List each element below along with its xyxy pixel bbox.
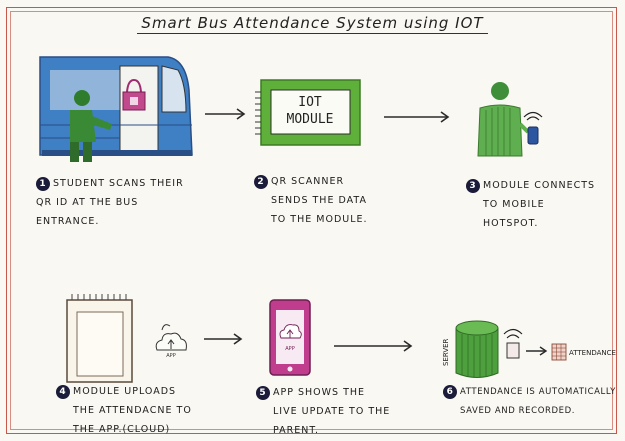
smartphone-app — [269, 299, 311, 376]
step-2-number-badge: 2 — [254, 174, 268, 189]
diagram-title: Smart Bus Attendance System using IOT — [0, 14, 625, 34]
step-4-line-3: THE APP.(CLOUD) — [73, 424, 171, 435]
step-5-number-badge: 5 — [256, 385, 270, 400]
attendance-grid-icon — [551, 343, 567, 361]
phone-app-label: APP — [285, 346, 294, 352]
step-6-line-1: ATTENDANCE IS AUTOMATICALLY — [460, 387, 616, 397]
step-5-line-3: PARENT. — [273, 425, 320, 436]
person-with-phone — [477, 82, 530, 157]
student-figure — [70, 90, 112, 162]
server-label: SERVER — [442, 338, 450, 366]
arrow-step2-to-step3 — [384, 111, 450, 123]
step-4-number-badge: 4 — [56, 384, 70, 399]
step-1-line-1: STUDENT SCANS THEIR — [53, 178, 184, 189]
step-1-line-2: QR ID AT THE BUS — [36, 197, 139, 208]
cloud-app-label: APP — [166, 353, 175, 359]
step-4-line-1: MODULE UPLOADS — [73, 386, 177, 397]
bus-illustration — [39, 56, 193, 156]
step-5-line-2: LIVE UPDATE TO THE — [273, 406, 391, 417]
step-3-line-3: HOTSPOT. — [483, 218, 539, 229]
step-4-line-2: THE ATTENDACNE TO — [73, 405, 192, 416]
iot-module-label-line2: MODULE — [287, 112, 334, 127]
iot-module-label-line1: IOT — [298, 95, 322, 110]
step-2-line-1: QR SCANNER — [271, 176, 345, 187]
iot-module-board — [255, 79, 361, 146]
step-6-line-2: SAVED AND RECORDED. — [460, 406, 576, 416]
step-2-line-3: TO THE MODULE. — [271, 214, 368, 225]
cloud-upload-icon — [155, 324, 187, 351]
step-3-number-badge: 3 — [466, 178, 480, 193]
wireless-router-icon — [503, 328, 523, 359]
step-1-number-badge: 1 — [36, 176, 50, 191]
inner-border — [10, 11, 613, 430]
step-3-line-2: TO MOBILE — [483, 199, 545, 210]
phone-hotspot-icon — [523, 111, 543, 145]
arrow-step1-to-step2 — [205, 108, 246, 120]
step-1-line-3: ENTRANCE. — [36, 216, 100, 227]
attendance-label: ATTENDANCE — [569, 349, 616, 357]
arrow-step4-to-step5 — [204, 333, 243, 345]
module-device — [66, 294, 133, 383]
step-6-number-badge: 6 — [443, 384, 457, 399]
step-3-line-1: MODULE CONNECTS — [483, 180, 596, 191]
arrow-router-to-attendance — [526, 346, 548, 356]
outer-border — [6, 7, 617, 434]
arrow-step5-to-step6 — [334, 340, 413, 352]
qr-scanner-lock-icon — [122, 78, 146, 111]
step-2-line-2: SENDS THE DATA — [271, 195, 367, 206]
step-5-line-1: APP SHOWS THE — [273, 387, 366, 398]
server-cylinder — [455, 320, 499, 378]
